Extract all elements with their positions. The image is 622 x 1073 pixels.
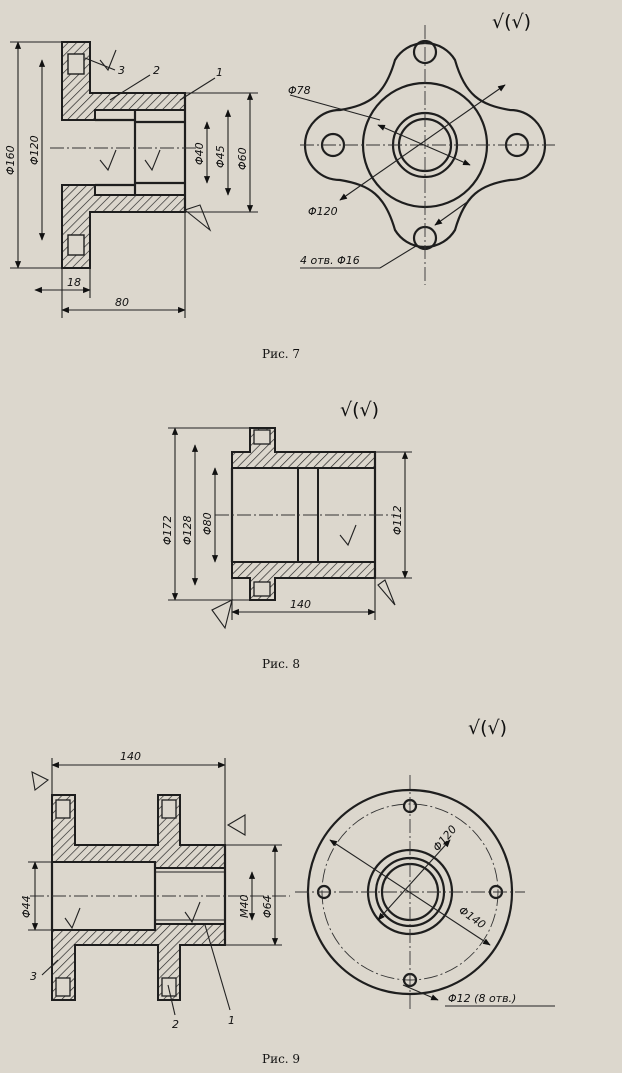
fig7-label-2: 2 [153, 64, 160, 77]
fig9-caption: Рис. 9 [262, 1052, 300, 1066]
fig7-dim-d60: Φ60 [236, 147, 249, 170]
fig9-dim-m40: M40 [238, 895, 251, 919]
fig9-roughness-symbol: √(√) [468, 717, 507, 739]
fig7-dim-d120: Φ120 [28, 135, 41, 165]
fig9-dim-d140: Φ140 [456, 904, 488, 932]
fig8-caption: Рис. 8 [262, 657, 300, 671]
fig9-section-view: 140 Φ44 M40 Φ64 3 2 1 [20, 750, 290, 1031]
fig7-dim-d40: Φ40 [193, 142, 206, 165]
fig7-label-3: 3 [118, 64, 125, 77]
fig9-label-3: 3 [30, 970, 37, 983]
fig7-dim-l18: 18 [67, 276, 81, 289]
fig9-plan-view: Φ120 Φ140 Φ12 (8 отв.) √(√) [295, 717, 555, 1010]
figure-8: Φ172 Φ128 Φ80 Φ112 140 √(√) Рис. 8 [161, 399, 412, 671]
fig8-dim-d128: Φ128 [181, 515, 194, 545]
fig7-plan-view: Φ78 Φ120 4 отв. Φ16 √(√) [288, 11, 555, 285]
fig7-dim-l80: 80 [115, 296, 129, 309]
fig8-dim-d80: Φ80 [201, 512, 214, 535]
fig7-section-view: Φ160 Φ120 Φ40 Φ45 Φ60 18 80 3 2 1 [4, 41, 258, 318]
fig7-dim-d160: Φ160 [4, 145, 17, 175]
figure-9: 140 Φ44 M40 Φ64 3 2 1 Φ120 Φ140 [20, 717, 555, 1066]
fig7-dim-d45: Φ45 [214, 145, 227, 168]
fig9-label-2: 2 [172, 1018, 179, 1031]
fig7-dim-plan-d120: Φ120 [308, 205, 338, 218]
fig7-roughness-symbol: √(√) [492, 11, 531, 33]
fig7-dim-d78: Φ78 [288, 84, 311, 97]
fig7-caption: Рис. 7 [262, 347, 300, 361]
fig8-dim-d172: Φ172 [161, 515, 174, 545]
figure-7: Φ160 Φ120 Φ40 Φ45 Φ60 18 80 3 2 1 [4, 11, 555, 361]
fig9-dim-d44: Φ44 [20, 895, 33, 918]
fig9-dim-d120: Φ120 [430, 823, 459, 854]
fig9-label-1: 1 [228, 1014, 235, 1027]
fig7-dim-holes: 4 отв. Φ16 [300, 254, 360, 267]
fig9-dim-d64: Φ64 [261, 895, 274, 918]
fig8-roughness-symbol: √(√) [340, 399, 379, 421]
fig9-dim-l140: 140 [120, 750, 141, 763]
fig8-dim-l140: 140 [290, 598, 311, 611]
fig9-dim-holes: Φ12 (8 отв.) [448, 992, 516, 1005]
fig7-label-1: 1 [216, 66, 223, 79]
fig8-dim-d112: Φ112 [391, 505, 404, 535]
